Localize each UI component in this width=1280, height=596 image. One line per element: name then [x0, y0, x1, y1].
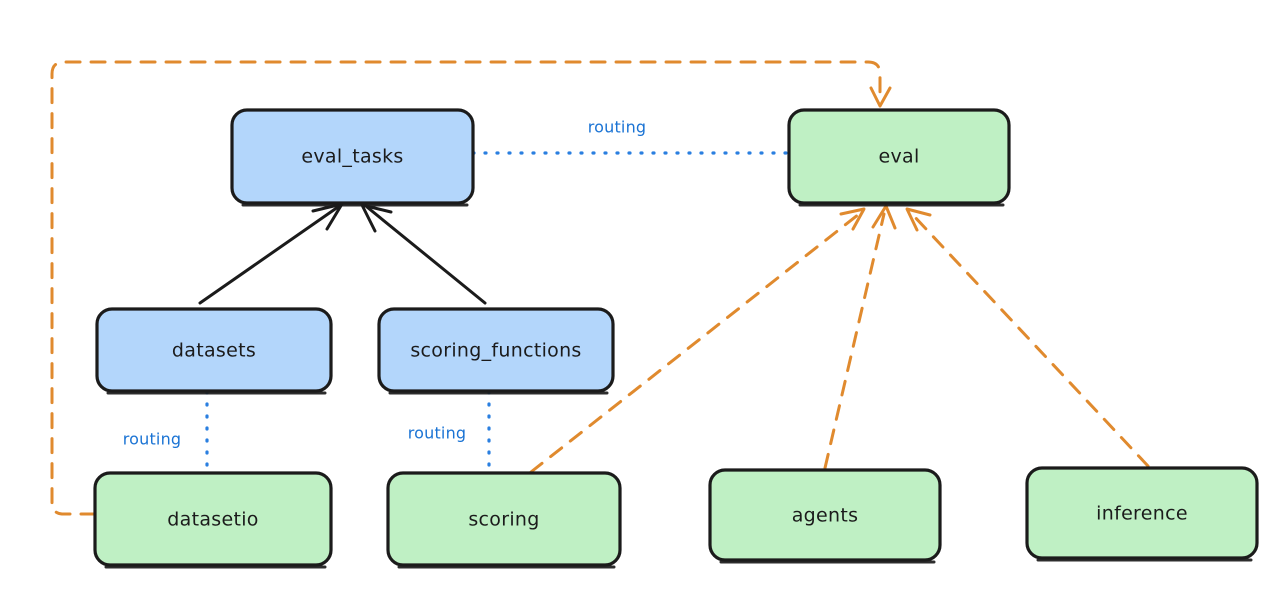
edge-datasetio-eval-path — [50, 60, 882, 516]
node-agents[interactable]: agents — [708, 468, 942, 564]
edge-label-routing-scoring: routing — [408, 424, 467, 443]
edge-scoring-functions-eval-tasks — [360, 203, 487, 305]
node-datasetio[interactable]: datasetio — [93, 471, 333, 569]
node-agents-box — [708, 468, 942, 562]
node-inference-box — [1025, 466, 1259, 560]
edge-scoring-eval-path — [529, 212, 861, 474]
node-scoring-functions[interactable]: scoring_functions — [377, 307, 615, 395]
node-eval-box — [787, 108, 1011, 205]
node-datasets-box — [95, 307, 333, 393]
node-scoring-functions-box — [377, 307, 615, 393]
node-eval-tasks[interactable]: eval_tasks — [230, 108, 475, 207]
node-inference[interactable]: inference — [1025, 466, 1259, 562]
node-scoring-box — [386, 471, 622, 567]
edge-inference-eval-arrowhead — [905, 207, 932, 232]
edge-agents-eval — [823, 204, 897, 470]
edge-datasets-eval-tasks-path — [198, 205, 340, 305]
edge-layer — [50, 60, 1150, 516]
edge-datasets-eval-tasks — [198, 202, 344, 305]
edge-label-routing-eval: routing — [588, 118, 647, 137]
edge-agents-eval-path — [823, 212, 886, 470]
edge-scoring-eval-arrowhead — [839, 207, 866, 231]
node-layer: eval_tasks eval datasets scoring_functio… — [93, 108, 1259, 569]
node-eval[interactable]: eval — [787, 108, 1011, 207]
node-datasets[interactable]: datasets — [95, 307, 333, 395]
edge-scoring-functions-eval-tasks-path — [365, 205, 487, 305]
node-eval-tasks-box — [230, 108, 475, 205]
edge-inference-eval — [905, 207, 1150, 468]
edge-scoring-eval — [529, 207, 866, 474]
edge-datasetio-eval — [50, 60, 892, 516]
edge-label-routing-datasetio: routing — [123, 430, 182, 449]
edge-datasetio-eval-arrowhead — [869, 86, 892, 108]
edge-scoring-functions-eval-tasks-arrowhead — [360, 203, 393, 233]
node-scoring[interactable]: scoring — [386, 471, 622, 569]
edge-inference-eval-path — [910, 212, 1150, 468]
node-datasetio-box — [93, 471, 333, 567]
